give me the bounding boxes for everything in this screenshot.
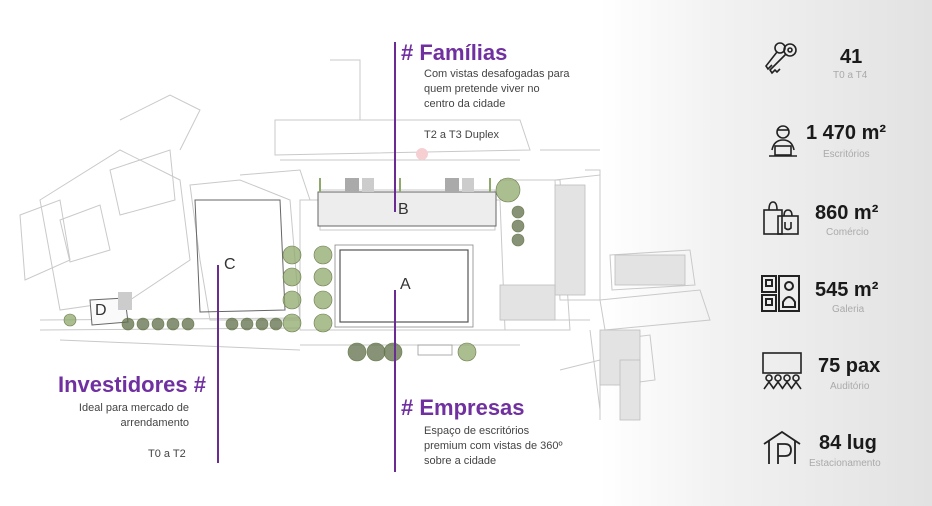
tree-icon — [240, 317, 254, 331]
stat-offices-value: 1 470 m² — [806, 122, 887, 144]
familias-desc-line: centro da cidade — [424, 98, 506, 110]
stat-offices-label: Escritórios — [823, 149, 870, 160]
investidores-typology: T0 a T2 — [148, 448, 186, 460]
tree-icon — [136, 317, 150, 331]
stat-auditorium-label: Auditório — [830, 381, 870, 392]
tree-icon — [366, 342, 386, 362]
investidores-title: Investidores # — [58, 372, 206, 397]
tree-icon — [181, 317, 195, 331]
tree-icon — [495, 177, 521, 203]
familias-desc-line: quem pretende viver no — [424, 83, 540, 95]
investidores-description: Ideal para mercado de arrendamento — [40, 401, 189, 431]
familias-description: Com vistas desafogadas para quem pretend… — [424, 67, 570, 112]
trees-layer — [63, 177, 525, 362]
tree-icon — [511, 219, 525, 233]
investidores-desc-line: Ideal para mercado de — [78, 402, 189, 414]
familias-typology: T2 a T3 Duplex — [424, 129, 500, 141]
empresas-desc-line: premium com vistas de 360º — [424, 440, 563, 452]
stat-units-value: 41 — [840, 46, 863, 68]
tree-icon — [457, 342, 477, 362]
stat-auditorium-value: 75 pax — [818, 355, 881, 377]
tree-icon — [225, 317, 239, 331]
tree-icon — [255, 317, 269, 331]
familias-desc-line: Com vistas desafogadas para — [424, 68, 570, 80]
stat-retail-label: Comércio — [826, 227, 869, 238]
stat-gallery-value: 545 m² — [815, 279, 879, 301]
tree-icon — [313, 290, 333, 310]
stat-parking-value: 84 lug — [819, 432, 877, 454]
stat-retail-value: 860 m² — [815, 202, 879, 224]
familias-pointer-line — [394, 42, 396, 212]
stat-units-label: T0 a T4 — [833, 70, 868, 81]
tree-icon — [313, 267, 333, 287]
parking-icon — [763, 430, 801, 464]
tree-icon — [282, 267, 302, 287]
shopping-bags-icon — [763, 201, 799, 235]
stat-parking-label: Estacionamento — [809, 458, 881, 469]
auditorium-icon — [762, 352, 802, 390]
investidores-pointer-line — [217, 265, 219, 463]
building-d-label: D — [95, 302, 107, 319]
office-worker-icon — [769, 125, 797, 157]
tree-icon — [282, 290, 302, 310]
empresas-desc-line: sobre a cidade — [424, 455, 497, 467]
familias-title: # Famílias — [401, 40, 508, 65]
tree-icon — [269, 317, 283, 331]
keys-icon — [765, 42, 797, 75]
empresas-title: # Empresas — [401, 395, 525, 420]
tree-icon — [282, 245, 302, 265]
investidores-desc-line: arrendamento — [120, 417, 190, 429]
empresas-pointer-line — [394, 290, 396, 472]
tree-icon — [166, 317, 180, 331]
building-b-label: B — [398, 201, 409, 218]
building-c-label: C — [224, 256, 236, 273]
tree-icon — [383, 342, 403, 362]
tree-icon — [347, 342, 367, 362]
empresas-description: Espaço de escritórios premium com vistas… — [424, 424, 563, 469]
tree-icon — [282, 313, 302, 333]
tree-icon — [121, 317, 135, 331]
tree-icon — [63, 313, 77, 327]
tree-icon — [511, 233, 525, 247]
building-a-label: A — [400, 276, 411, 293]
tree-icon — [313, 313, 333, 333]
site-plan-map — [19, 59, 711, 421]
stat-gallery-label: Galeria — [832, 304, 865, 315]
tree-icon — [151, 317, 165, 331]
tree-icon — [511, 205, 525, 219]
gallery-icon — [761, 275, 800, 312]
stats-panel-background — [600, 0, 932, 506]
tree-icon — [313, 245, 333, 265]
empresas-desc-line: Espaço de escritórios — [424, 425, 530, 437]
